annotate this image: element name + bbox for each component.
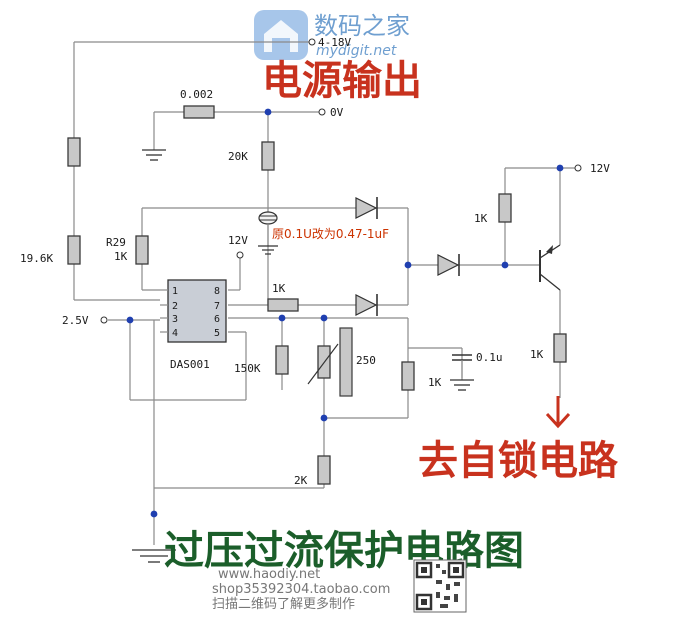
resistor-r29-name: R29 xyxy=(106,236,126,249)
chip-pin-5: 5 xyxy=(214,328,220,339)
chip-pin-2: 2 xyxy=(172,301,178,312)
terminals: 4-18V 0V 12V 12V 2.5V xyxy=(62,36,610,327)
resistor-19k6 xyxy=(67,235,81,265)
chip-pin-6: 6 xyxy=(214,314,220,325)
footer-site: www.haodiy.net xyxy=(218,567,320,582)
footer-qr-caption: 扫描二维码了解更多制作 xyxy=(212,596,355,612)
resistor-top-left xyxy=(67,137,81,167)
ground-icon xyxy=(450,379,474,391)
resistor-19k6-label: 19.6K xyxy=(20,252,53,265)
chip-name: DAS001 xyxy=(170,358,210,371)
resistor-1k-base-label: 1K xyxy=(474,212,488,225)
diodes xyxy=(355,197,460,316)
resistor-150k-label: 150K xyxy=(234,362,261,375)
title-power-output: 电源输出 xyxy=(262,58,422,104)
qr-code-icon xyxy=(413,559,467,613)
title-to-latch: 去自锁电路 xyxy=(418,438,619,484)
resistor-r29 xyxy=(135,235,149,265)
brand-name: 数码之家 xyxy=(314,12,410,40)
resistor-150k xyxy=(275,345,289,375)
watermark-logo: 数码之家 mydigit.net xyxy=(254,10,410,60)
pot-250-label: 250 xyxy=(356,354,376,367)
capacitor-upper xyxy=(258,211,278,255)
resistor-1k-low-label: 1K xyxy=(428,376,442,389)
footer-shop: shop35392304.taobao.com xyxy=(212,582,390,597)
chip-das001: 1 2 3 4 8 7 6 5 DAS001 xyxy=(160,279,227,371)
terminal-2v5-label: 2.5V xyxy=(62,314,89,327)
resistor-r29-value: 1K xyxy=(114,250,128,263)
resistor-1k-mid-label: 1K xyxy=(272,282,286,295)
diode-upper xyxy=(355,197,378,219)
chip-pin-1: 1 xyxy=(172,286,178,297)
junction-dots xyxy=(126,108,564,518)
brand-url: mydigit.net xyxy=(316,43,397,59)
pot-body-250 xyxy=(339,327,353,397)
resistor-1k-low xyxy=(401,361,415,391)
resistor-2k-label: 2K xyxy=(294,474,308,487)
resistor-shunt xyxy=(183,105,215,119)
chip-pin-7: 7 xyxy=(214,301,220,312)
chip-pin-3: 3 xyxy=(172,314,178,325)
resistor-20k-label: 20K xyxy=(228,150,248,163)
resistors: 0.002 20K 19.6K R29 1K 1K 150K 250 1K 2K… xyxy=(20,88,567,487)
resistor-1k-emit-label: 1K xyxy=(530,348,544,361)
resistor-shunt-label: 0.002 xyxy=(180,88,213,101)
resistor-2k xyxy=(317,455,331,485)
resistor-1k-base xyxy=(498,193,512,223)
chip-pin-4: 4 xyxy=(172,328,178,339)
capacitor-01u xyxy=(452,354,472,378)
ground-symbols xyxy=(132,149,474,563)
terminal-gnd-label: 0V xyxy=(330,106,344,119)
resistor-1k-emit xyxy=(553,333,567,363)
resistor-1k-mid xyxy=(267,298,299,312)
terminal-12v-chip-label: 12V xyxy=(228,234,248,247)
resistor-20k xyxy=(261,141,275,171)
down-arrow-icon xyxy=(545,396,571,429)
ground-icon xyxy=(142,149,166,161)
capacitor-change-note: 原0.1U改为0.47-1uF xyxy=(272,227,389,241)
transistor-pnp xyxy=(539,244,561,291)
diode-lower xyxy=(355,294,378,316)
chip-pin-8: 8 xyxy=(214,286,220,297)
terminal-vin-label: 4-18V xyxy=(318,36,351,49)
ground-icon xyxy=(132,549,176,563)
terminal-12v-top-label: 12V xyxy=(590,162,610,175)
diode-out xyxy=(437,254,460,276)
capacitors: 0.1u xyxy=(258,211,503,378)
capacitor-01u-label: 0.1u xyxy=(476,351,503,364)
